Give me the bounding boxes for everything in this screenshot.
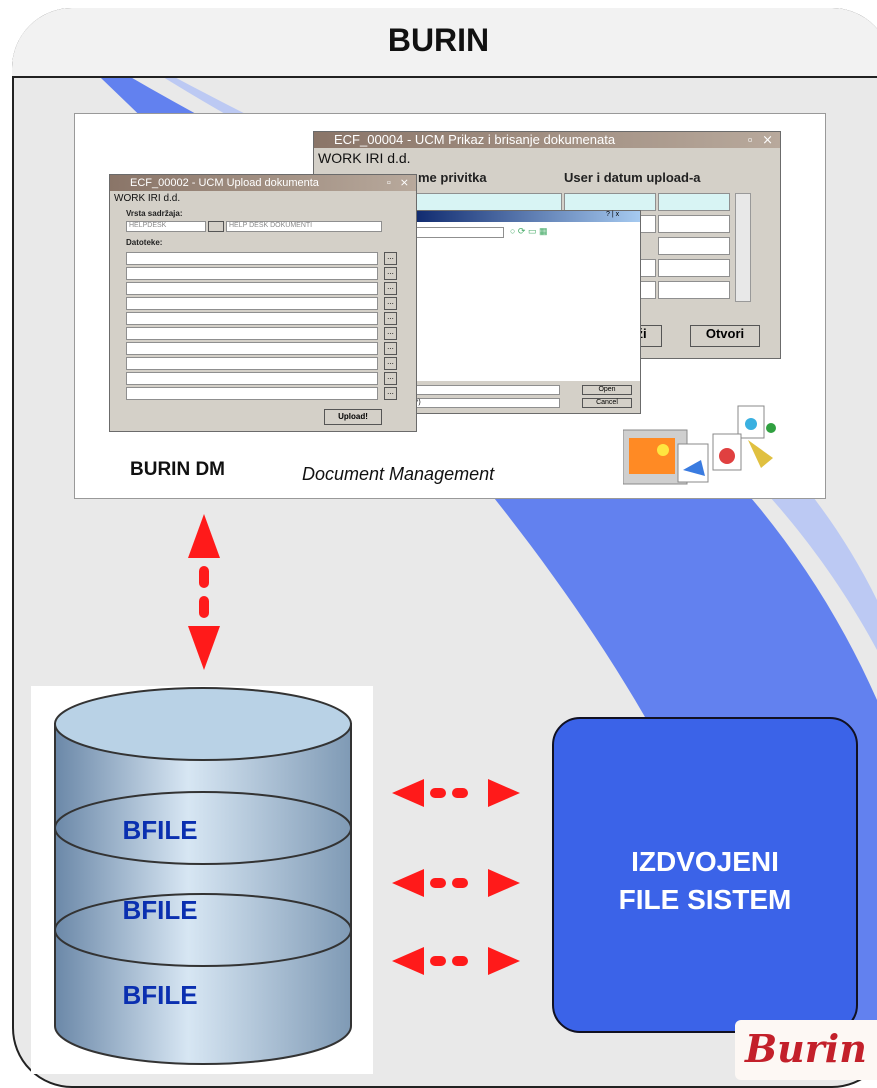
horizontal-double-arrow xyxy=(392,779,520,807)
file-system-box xyxy=(552,717,858,1033)
caption-burin-dm: BURIN DM xyxy=(130,459,225,480)
upload-button[interactable]: Upload! xyxy=(324,409,382,425)
dialog-cancel-button[interactable]: Cancel xyxy=(582,398,632,408)
browse-button[interactable]: ... xyxy=(384,327,397,340)
horizontal-double-arrow xyxy=(392,869,520,897)
content-type-name[interactable]: HELP DESK DOKUMENTI xyxy=(226,221,382,232)
bfile-label: BFILE xyxy=(122,815,198,845)
dialog-open-button[interactable]: Open xyxy=(582,385,632,395)
grid-cell[interactable] xyxy=(658,215,730,233)
company-label: WORK IRI d.d. xyxy=(318,150,411,166)
grid-cell[interactable] xyxy=(658,193,730,211)
grid-cell[interactable] xyxy=(394,193,562,211)
browse-button[interactable]: ... xyxy=(384,387,397,400)
open-button[interactable]: Otvori xyxy=(690,325,760,347)
grid-scrollbar[interactable] xyxy=(735,193,751,302)
upload-window: ECF_00002 - UCM Upload dokumenta ▫ ⨯ WOR… xyxy=(109,174,417,432)
browse-button[interactable]: ... xyxy=(384,252,397,265)
grid-cell[interactable] xyxy=(564,193,656,211)
browse-button[interactable]: ... xyxy=(384,297,397,310)
window-title: ECF_00002 - UCM Upload dokumenta xyxy=(130,177,319,189)
app-screenshot: ECF_00004 - UCM Prikaz i brisanje dokume… xyxy=(74,113,826,499)
file-row[interactable] xyxy=(126,267,378,280)
dialog-toolbar-icons[interactable]: ○ ⟳ ▭ ▦ xyxy=(510,226,548,236)
content-type-name-value: HELP DESK DOKUMENTI xyxy=(229,222,313,229)
bfile-label: BFILE xyxy=(122,895,198,925)
window-controls[interactable]: ▫ ⨯ xyxy=(747,132,776,147)
vertical-double-arrow xyxy=(188,514,220,670)
dialog-titlebar xyxy=(406,211,640,222)
window-controls[interactable]: ▫ ⨯ xyxy=(386,177,412,189)
documents-icon xyxy=(623,405,776,485)
file-type-field[interactable]: *.*) xyxy=(408,398,560,408)
database-cylinder xyxy=(31,686,373,1074)
window-titlebar: ECF_00004 - UCM Prikaz i brisanje dokume… xyxy=(314,132,780,148)
browse-button[interactable]: ... xyxy=(384,312,397,325)
file-system-line2: FILE SISTEM xyxy=(618,884,792,915)
column-header-name: me privitka xyxy=(418,170,487,185)
burin-logo-text: Burin xyxy=(745,1026,867,1071)
bfile-label: BFILE xyxy=(122,980,198,1010)
file-row[interactable] xyxy=(126,372,378,385)
window-titlebar: ECF_00002 - UCM Upload dokumenta ▫ ⨯ xyxy=(110,175,416,191)
content-type-code-value: HELPDESK xyxy=(129,222,167,229)
slide-title: BURIN xyxy=(387,22,490,58)
file-row[interactable] xyxy=(126,342,378,355)
file-row[interactable] xyxy=(126,327,378,340)
browse-button[interactable]: ... xyxy=(384,282,397,295)
content-type-label: Vrsta sadržaja: xyxy=(126,209,183,218)
window-title: ECF_00004 - UCM Prikaz i brisanje dokume… xyxy=(334,132,616,147)
caption-document-management: Document Management xyxy=(302,464,495,484)
grid-cell[interactable] xyxy=(658,237,730,255)
file-row[interactable] xyxy=(126,282,378,295)
file-system-label: IZDVOJENI FILE SISTEM xyxy=(552,843,858,919)
file-row[interactable] xyxy=(126,312,378,325)
company-label: WORK IRI d.d. xyxy=(114,193,181,204)
browse-button[interactable]: ... xyxy=(384,372,397,385)
file-system-line1: IZDVOJENI xyxy=(631,846,779,877)
browse-button[interactable]: ... xyxy=(384,357,397,370)
dialog-help-close[interactable]: ? | x xyxy=(606,211,620,218)
grid-cell[interactable] xyxy=(658,281,730,299)
file-row[interactable] xyxy=(126,357,378,370)
burin-logo: Burin xyxy=(735,1020,877,1080)
browse-button[interactable]: ... xyxy=(384,267,397,280)
file-open-dialog: ? | x ○ ⟳ ▭ ▦ *.*) Open Cancel xyxy=(405,210,641,414)
grid-cell[interactable] xyxy=(658,259,730,277)
file-row[interactable] xyxy=(126,387,378,400)
horizontal-double-arrow xyxy=(392,947,520,975)
file-name-field[interactable] xyxy=(408,385,560,395)
file-row[interactable] xyxy=(126,297,378,310)
browse-button[interactable]: ... xyxy=(384,342,397,355)
column-header-user: User i datum upload-a xyxy=(564,170,701,185)
content-type-lookup[interactable] xyxy=(208,221,224,232)
file-row[interactable] xyxy=(126,252,378,265)
content-type-code[interactable]: HELPDESK xyxy=(126,221,206,232)
title-bar xyxy=(12,8,877,78)
look-in-select[interactable] xyxy=(408,227,504,238)
files-label: Datoteke: xyxy=(126,238,163,247)
